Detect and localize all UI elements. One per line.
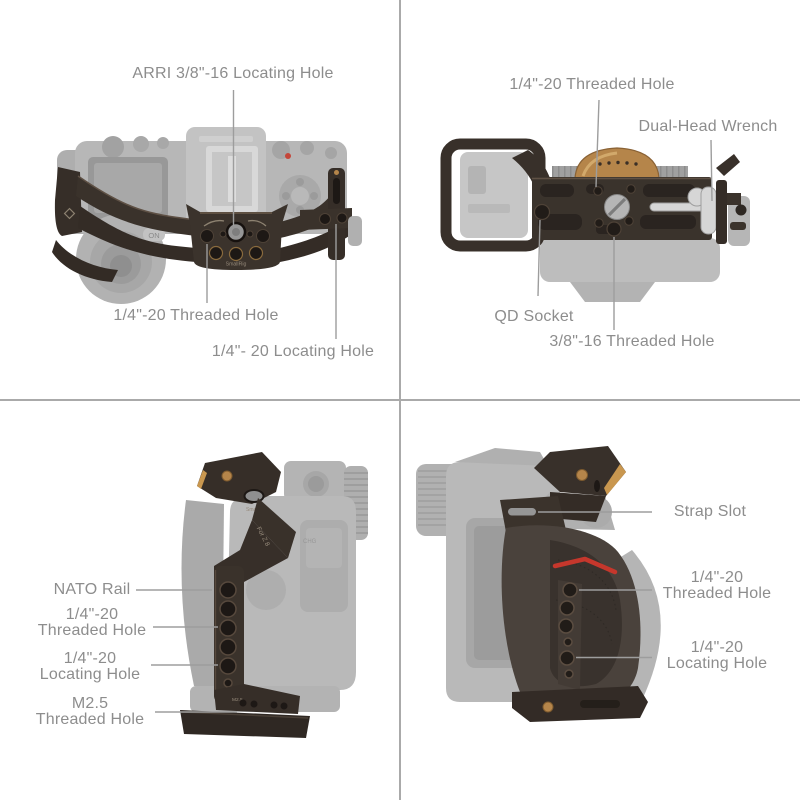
on-button-engraving: ON — [148, 231, 159, 240]
quadrant-top-view: ON — [0, 0, 400, 400]
gold-screw — [576, 469, 588, 481]
label-arri-locating-hole: ARRI 3/8"-16 Locating Hole — [132, 65, 334, 82]
three-eighths-threaded-hole — [606, 221, 622, 237]
label-three-eighths-threaded-hole: 3/8"-16 Threaded Hole — [549, 333, 715, 350]
bottom-view-illustration — [440, 99, 750, 330]
label-strap-slot: Strap Slot — [673, 503, 747, 520]
label-quarter20-threaded-hole: 1/4"-20 Threaded Hole — [37, 606, 147, 639]
label-dual-head-wrench: Dual-Head Wrench — [638, 118, 778, 135]
quarter20-threaded-hole — [593, 186, 603, 196]
quarter20-locating-hole — [319, 213, 331, 225]
gold-screw — [221, 470, 233, 482]
brand-engraving: SmallRig — [226, 262, 247, 268]
top-view-illustration: ON — [52, 90, 362, 339]
quadrant-left-side-view: CHG SmallRig For Z 8 — [0, 400, 400, 800]
quadrant-grip-side-view: Strap Slot 1/4"-20 Threaded Hole 1/4"-20… — [400, 400, 800, 800]
quadrant-bottom-view: 1/4"-20 Threaded Hole Dual-Head Wrench Q… — [400, 0, 800, 400]
ghost-camera-side: CHG — [181, 461, 368, 712]
quarter20-threaded-hole — [562, 582, 578, 598]
leader-lines-top-view — [206, 90, 337, 339]
chg-engraving: CHG — [303, 539, 317, 545]
cage-side: SmallRig For Z 8 M2.5 — [180, 452, 310, 738]
label-quarter20-threaded-hole: 1/4"-20 Threaded Hole — [113, 307, 279, 324]
ghost-camera-bottom — [460, 147, 750, 302]
label-quarter20-threaded-hole: 1/4"-20 Threaded Hole — [509, 76, 675, 93]
m25-threaded-holes — [239, 699, 288, 710]
label-quarter20-locating-hole: 1/4"-20 Locating Hole — [666, 639, 768, 672]
cage-top: SmallRig — [52, 167, 362, 282]
leader-lines-grip-side — [538, 511, 652, 659]
label-quarter20-threaded-hole: 1/4"-20 Threaded Hole — [662, 569, 772, 602]
quarter20-locating-hole — [559, 650, 575, 666]
quarter20-threaded-hole — [200, 229, 214, 243]
m25-engraving: M2.5 — [232, 697, 243, 703]
record-dot — [285, 153, 291, 159]
cage-bottom-plate — [440, 138, 747, 252]
quarter20-locating-hole — [219, 657, 237, 675]
cage-grip — [500, 446, 648, 722]
label-quarter20-locating-hole: 1/4"- 20 Locating Hole — [211, 343, 375, 360]
label-qd-socket: QD Socket — [494, 308, 574, 325]
red-accent-stripe — [552, 556, 618, 575]
label-m25-threaded-hole: M2.5 Threaded Hole — [35, 695, 145, 728]
qd-socket-hole — [533, 203, 551, 221]
label-nato-rail: NATO Rail — [53, 581, 131, 598]
left-side-illustration: CHG SmallRig For Z 8 — [136, 452, 368, 738]
leader-lines-bottom-view — [537, 99, 713, 330]
label-quarter20-locating-hole: 1/4"-20 Locating Hole — [39, 650, 141, 683]
strap-slot — [508, 508, 536, 516]
leader-lines-left-side — [136, 589, 237, 713]
quarter20-threaded-hole — [219, 619, 237, 637]
grip-side-illustration — [416, 446, 661, 722]
divider-horizontal — [0, 399, 800, 401]
